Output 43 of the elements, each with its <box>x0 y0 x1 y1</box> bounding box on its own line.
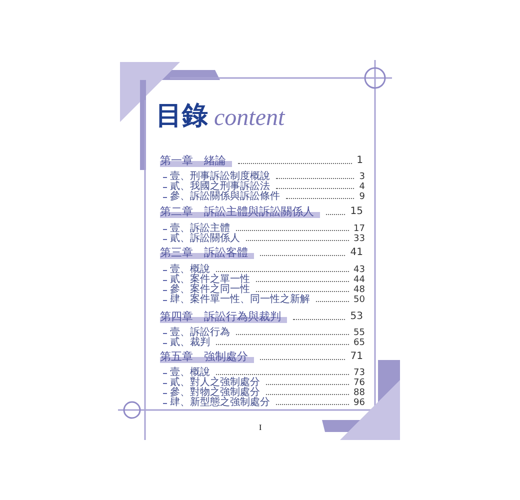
section-title: 壹、訴訟行為 <box>163 328 230 338</box>
page-number: 33 <box>354 234 365 244</box>
page-number: 15 <box>350 206 363 218</box>
page-number: 65 <box>354 338 365 348</box>
page-number: 44 <box>354 275 365 285</box>
section-title: 貳、我國之刑事訴訟法 <box>163 182 270 192</box>
section-title: 壹、訴訟主體 <box>163 224 230 234</box>
chapter-title: 第三章 訴訟客體 <box>160 246 254 259</box>
page-number: 96 <box>354 398 365 408</box>
section-title: 壹、刑事訴訟制度概說 <box>163 172 270 182</box>
page-number: 88 <box>354 388 365 398</box>
section-title: 參、訴訟關係與訴訟條件 <box>163 192 280 202</box>
page-number: 3 <box>359 172 365 182</box>
page-number: 4 <box>359 182 365 192</box>
page-number: 50 <box>354 295 365 305</box>
chapter-title: 第四章 訴訟行為與裁判 <box>160 310 287 323</box>
section-title: 肆、新型態之強制處分 <box>163 398 270 408</box>
section-title: 貳、訴訟關係人 <box>163 234 240 244</box>
section-title: 壹、概說 <box>163 265 210 275</box>
page-number: 73 <box>354 368 365 378</box>
page-number: 71 <box>350 351 363 363</box>
subtitle: content <box>214 104 285 132</box>
page-title: 目錄 <box>156 100 208 133</box>
page-number: 9 <box>359 192 365 202</box>
chapter-title: 第二章 訴訟主體與訴訟關係人 <box>160 205 320 218</box>
chapter-title: 第五章 強制處分 <box>160 350 254 363</box>
section-title: 參、案件之同一性 <box>163 285 250 295</box>
page-number: 53 <box>350 311 363 323</box>
page-number: 17 <box>354 224 365 234</box>
section-title: 肆、案件單一性、同一性之新解 <box>163 295 310 305</box>
folio-number: I <box>259 423 262 433</box>
chapter-title: 第一章 緒論 <box>160 154 232 167</box>
section-title: 參、對物之強制處分 <box>163 388 260 398</box>
page-number: 41 <box>350 247 363 259</box>
page-number: 43 <box>354 265 365 275</box>
page-number: 76 <box>354 378 365 388</box>
page-number: 48 <box>354 285 365 295</box>
section-title: 貳、裁判 <box>163 338 210 348</box>
section-title: 壹、概說 <box>163 368 210 378</box>
page-number: 55 <box>354 328 365 338</box>
section-title: 貳、案件之單一性 <box>163 275 250 285</box>
page-number: 1 <box>356 155 363 167</box>
section-title: 貳、對人之強制處分 <box>163 378 260 388</box>
